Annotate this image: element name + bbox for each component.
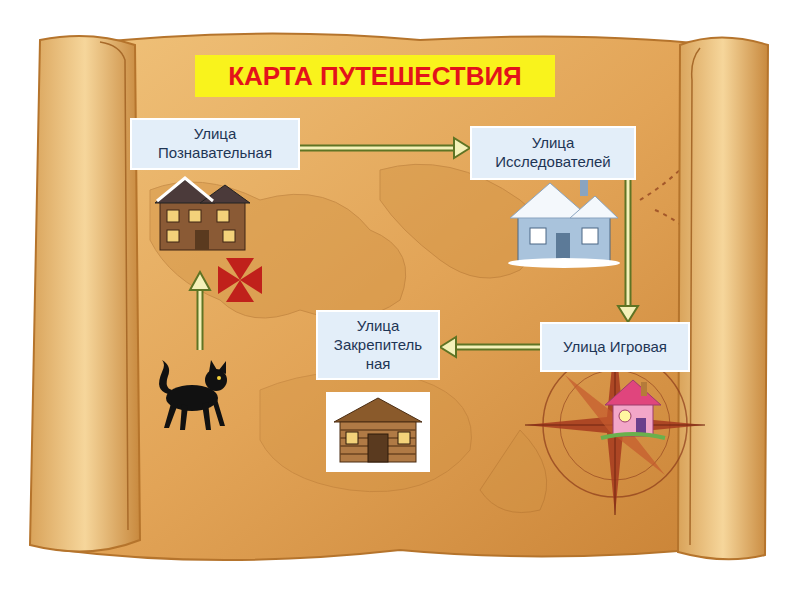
path-arrow	[618, 180, 638, 322]
street-name: Улица Исследователей	[482, 134, 624, 172]
street-name: Улица Игровая	[552, 338, 678, 357]
path-arrow	[300, 138, 470, 158]
street-name: Улица Закрепитель ная	[328, 317, 428, 373]
scroll-roll	[100, 42, 128, 530]
continent	[480, 430, 547, 513]
house-icon	[326, 392, 430, 472]
cross-mark	[218, 258, 262, 302]
street-label: Улица Исследователей	[470, 126, 636, 180]
map-title: КАРТА ПУТЕШЕСТВИЯ	[195, 55, 555, 97]
continent	[260, 372, 471, 492]
street-name: Улица Познавательная	[142, 125, 288, 163]
house-icon	[601, 380, 665, 438]
scroll-roll	[678, 38, 768, 560]
cat-figure	[159, 360, 227, 430]
street-label: Улица Игровая	[540, 322, 690, 372]
scroll-roll	[690, 48, 700, 545]
path-arrow	[190, 272, 210, 350]
parchment	[60, 34, 745, 560]
scroll-roll	[30, 36, 140, 551]
house-icon	[155, 178, 250, 250]
house-icon	[508, 178, 620, 268]
street-label: Улица Познавательная	[130, 118, 300, 170]
street-label: Улица Закрепитель ная	[316, 310, 440, 380]
path-arrow	[440, 337, 540, 357]
